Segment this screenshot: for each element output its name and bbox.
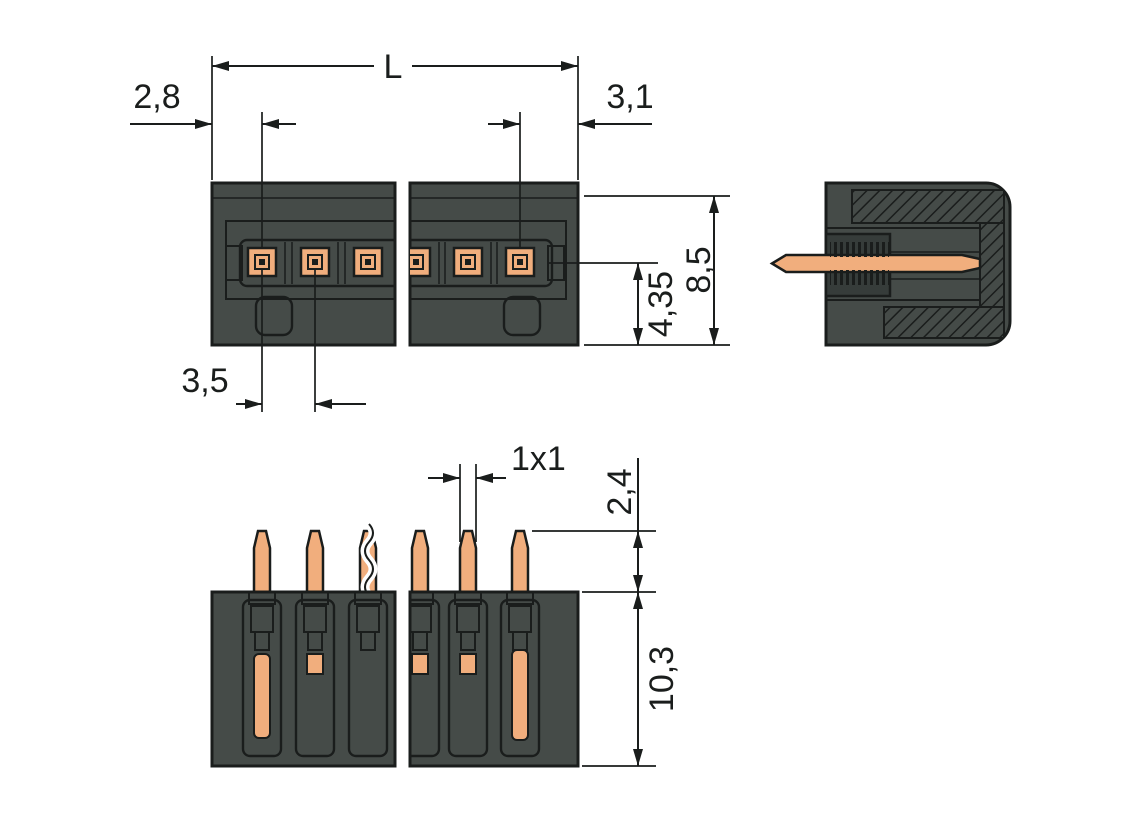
- pin-inner-short: [411, 653, 429, 675]
- dim-pin-pitch: 3,5: [181, 268, 366, 412]
- pin-front: [504, 246, 536, 278]
- bottom-right-details: [410, 592, 541, 758]
- channel-latch-lower: [254, 631, 270, 651]
- pin-core: [517, 259, 523, 265]
- channel-latch-lower: [412, 631, 428, 651]
- pin-collar: [301, 591, 329, 605]
- hatched-top-wall: [851, 189, 1005, 224]
- pin-core: [312, 259, 318, 265]
- dimensions: L 2,8 3,1 3,5: [130, 48, 730, 767]
- hatched-right-wall: [979, 222, 1005, 308]
- pin-front: [452, 246, 484, 278]
- pin-square-inner: [512, 254, 528, 270]
- side-view: [769, 181, 1012, 347]
- pin-square-inner: [410, 254, 424, 270]
- pin-band-inner: [238, 238, 395, 288]
- band-end-cap: [225, 245, 243, 281]
- dim-arrow: [633, 328, 643, 345]
- dim-arrow: [633, 592, 643, 609]
- pin-channel: [294, 598, 336, 758]
- bottom-left-details: [241, 591, 389, 758]
- pin-core: [259, 259, 265, 265]
- dim-label: L: [384, 48, 403, 86]
- channel-latch-lower: [307, 631, 323, 651]
- dim-pin-cross-section: 1x1: [428, 440, 566, 542]
- pin-inner-short: [306, 653, 324, 675]
- front-right-body: [408, 181, 580, 347]
- dim-housing-height: 8,5: [584, 195, 730, 346]
- dim-label: 1x1: [511, 440, 566, 478]
- bottom-right-body: [408, 590, 580, 768]
- dim-label: 3,5: [181, 362, 228, 400]
- pin-channel: [410, 598, 441, 758]
- dim-overall-length: L: [211, 48, 579, 180]
- dim-edge-to-first-pin: 2,8: [130, 78, 296, 249]
- latch-slot: [254, 295, 294, 337]
- pin-channel: [447, 598, 489, 758]
- dim-arrow: [443, 473, 460, 483]
- pin-bottom: [252, 529, 272, 596]
- pin-core: [465, 259, 471, 265]
- dim-label: 2,8: [133, 78, 180, 116]
- pin-retention-serration: [830, 270, 889, 285]
- dim-label: 4,35: [642, 271, 680, 337]
- pin-front: [352, 246, 384, 278]
- dim-arrow: [633, 531, 643, 548]
- dim-arrow: [709, 196, 719, 213]
- pin-band-outer: [410, 220, 567, 300]
- dim-pin-axis-to-bottom: 4,35: [548, 262, 680, 345]
- dim-arrow: [476, 473, 493, 483]
- dim-label: 3,1: [606, 78, 653, 116]
- latch-slot: [502, 295, 542, 337]
- dim-label: 10,3: [643, 646, 681, 712]
- pin-retention-serration: [830, 242, 889, 257]
- pin-collar: [410, 592, 434, 605]
- dim-housing-depth: 10,3: [582, 592, 681, 767]
- bottom-view: [210, 521, 580, 768]
- dim-arrow: [262, 119, 279, 129]
- pin-bottom: [305, 529, 325, 596]
- pin-square-inner: [360, 254, 376, 270]
- channel-latch-lower: [460, 631, 476, 651]
- front-view: [210, 181, 580, 347]
- dim-arrow: [195, 119, 212, 129]
- pin-bottom: [458, 529, 478, 596]
- hatched-bottom-wall: [883, 306, 1005, 339]
- dim-label: 2,4: [601, 468, 639, 515]
- dim-label: 8,5: [680, 246, 718, 293]
- dim-arrow: [245, 399, 262, 409]
- channel-latch-lower: [360, 631, 376, 651]
- dim-arrow: [561, 61, 578, 71]
- dim-arrow: [633, 749, 643, 766]
- pin-inner-long: [511, 649, 529, 741]
- break-line: [364, 523, 374, 597]
- front-right-details: [410, 197, 578, 337]
- side-pin: [769, 253, 982, 274]
- dim-arrow: [709, 328, 719, 345]
- pin-square-inner: [460, 254, 476, 270]
- dim-last-pin-to-edge: 3,1: [488, 78, 654, 249]
- pin-collar: [506, 592, 534, 605]
- pin-front: [410, 246, 432, 278]
- dim-pin-tip-to-housing: 2,4: [532, 458, 656, 593]
- dim-arrow: [212, 61, 229, 71]
- dim-arrow: [633, 263, 643, 280]
- dim-arrow: [578, 119, 595, 129]
- pin-core: [365, 259, 371, 265]
- dim-arrow: [315, 399, 332, 409]
- pin-collar: [454, 592, 482, 605]
- dim-arrow: [633, 575, 643, 592]
- pin-inner-short: [459, 653, 477, 675]
- pin-channel: [499, 598, 541, 758]
- pin-channel: [347, 598, 389, 758]
- pin-inner-long: [253, 653, 271, 739]
- pin-bottom: [510, 529, 530, 596]
- pin-collar: [354, 591, 382, 605]
- pin-collar: [248, 591, 276, 605]
- pin-core: [413, 259, 419, 265]
- bottom-view-pins: [252, 521, 530, 599]
- pin-channel: [241, 598, 283, 758]
- pin-bottom: [410, 529, 430, 596]
- dim-arrow: [503, 119, 520, 129]
